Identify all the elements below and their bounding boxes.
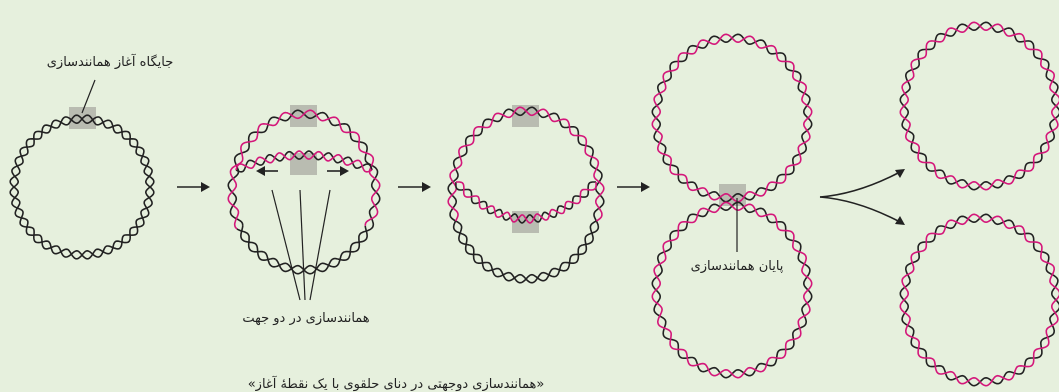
highlight-boxes	[69, 105, 746, 233]
dna-helices	[10, 22, 1059, 385]
circle-daughter-top-strand-a	[900, 22, 1059, 189]
circle-parent-strand-a	[10, 115, 154, 259]
caption: «همانندسازی دوجهتی در دنای حلقوی با یک ن…	[248, 375, 545, 392]
circle-stage4-bottom-strand-a	[652, 202, 811, 377]
bidirectional-pointer-2	[300, 190, 305, 300]
circle-stage4-bottom-strand-b	[652, 202, 811, 377]
circle-daughter-bottom-strand-a	[900, 214, 1059, 385]
circle-parent-strand-b	[10, 115, 154, 259]
circle-stage4-top-strand-a	[652, 34, 811, 201]
origin-label: جایگاه آغاز همانندسازی	[47, 53, 173, 70]
bidirectional-pointer-1	[272, 190, 300, 300]
circle-stage2-lower-strand-a	[241, 226, 371, 274]
circle-daughter-top-strand-b	[900, 22, 1059, 189]
arrow-split	[820, 169, 905, 225]
bidirectional-label: همانندسازی در دو جهت	[242, 311, 369, 326]
arrow-step-1	[177, 182, 210, 192]
circle-stage4-top-strand-b	[652, 34, 811, 201]
arrow-step-2	[398, 182, 431, 192]
termination-label: پایان همانندسازی	[691, 259, 784, 274]
arrow-step-3	[617, 182, 650, 192]
pointer-lines	[82, 80, 737, 300]
bidirectional-pointer-3	[310, 190, 330, 300]
circle-daughter-bottom-strand-b	[900, 214, 1059, 385]
